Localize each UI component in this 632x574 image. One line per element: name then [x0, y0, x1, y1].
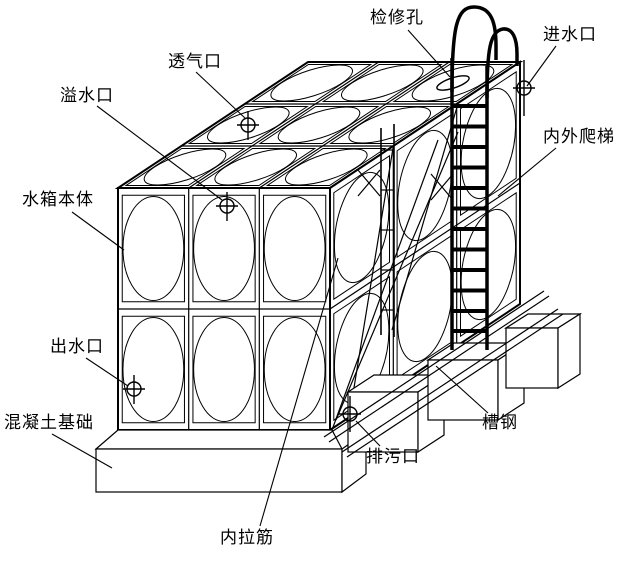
label-overflow-port: 溢水口: [60, 86, 114, 106]
tank-panel: [126, 149, 244, 186]
tank-panel: [264, 316, 326, 422]
leader-inspection-hole: [407, 29, 451, 78]
label-ladder: 内外爬梯: [543, 127, 615, 147]
tank-panel: [193, 195, 255, 301]
inner-ladder: [380, 124, 395, 337]
port-markers: [123, 60, 535, 432]
label-channel-steel: 槽钢: [482, 413, 518, 433]
vent-port-marker: [237, 111, 259, 140]
label-vent-port: 透气口: [168, 52, 222, 72]
water-outlet-marker: [123, 375, 145, 404]
concrete-pier: [503, 312, 583, 390]
label-tank-body: 水箱本体: [22, 190, 94, 210]
leader-vent-port: [195, 71, 247, 120]
tank-panel: [331, 107, 449, 144]
external-ladder: [450, 5, 519, 350]
leader-water-outlet: [85, 357, 129, 387]
label-water-inlet: 进水口: [543, 25, 597, 45]
internal-tie-rods: [331, 106, 459, 431]
drain-port-marker: [339, 396, 361, 432]
tank-panel: [122, 316, 184, 422]
tank-panel: [253, 65, 371, 102]
leader-ladder: [497, 147, 557, 197]
tank-panel: [260, 107, 378, 144]
tank-panel: [323, 65, 441, 102]
foundation: [94, 290, 583, 494]
ladder-hook: [485, 27, 519, 99]
label-water-outlet: 出水口: [50, 337, 104, 357]
leader-concrete-foundation: [51, 433, 113, 469]
label-internal-tie-rod: 内拉筋: [220, 528, 274, 548]
tank-panel: [267, 149, 385, 186]
label-inspection-hole: 检修孔: [370, 8, 424, 28]
leader-drain-port: [355, 420, 381, 447]
concrete-plinth: [94, 429, 367, 494]
tank-top-face: [118, 62, 520, 188]
tank-panel: [197, 149, 315, 186]
leader-water-inlet: [526, 45, 557, 87]
tank-front-face: [118, 188, 330, 430]
ladder-hook: [450, 5, 498, 93]
tank-panel: [264, 195, 326, 301]
label-concrete-foundation: 混凝土基础: [4, 413, 94, 433]
tank-panel: [193, 316, 255, 422]
tank-panel: [394, 65, 512, 102]
leader-lines: [51, 29, 557, 527]
leader-channel-steel: [435, 365, 489, 414]
water-inlet-marker: [513, 60, 535, 116]
leader-tank-body: [71, 211, 125, 251]
overflow-port-marker: [216, 192, 238, 221]
ladder-rungs: [452, 104, 487, 333]
leader-internal-tie-rod: [259, 257, 339, 527]
tank-panel: [189, 107, 307, 144]
inspection-hole: [430, 76, 476, 90]
label-drain-port: 排污口: [366, 447, 420, 467]
leader-overflow-port: [96, 105, 223, 201]
